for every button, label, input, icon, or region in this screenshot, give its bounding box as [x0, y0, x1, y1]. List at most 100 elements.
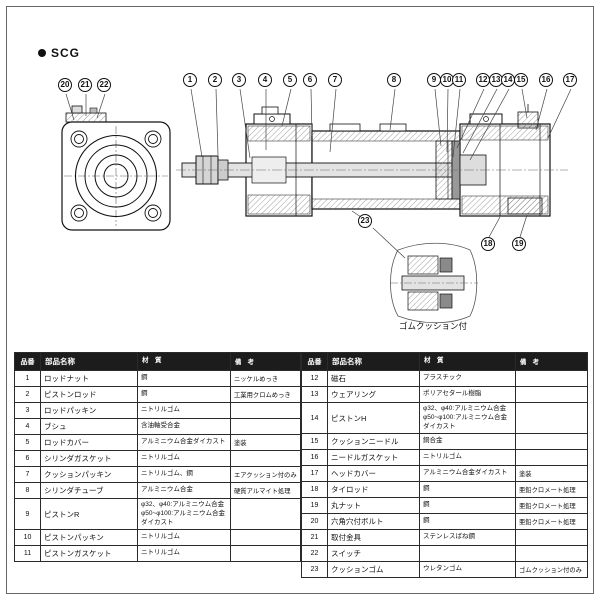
detail-caption: ゴムクッション付 [398, 321, 467, 331]
cell-remark: ゴムクッション付のみ [515, 561, 588, 579]
cell-material [419, 545, 516, 563]
cell-name: ウェアリング [327, 386, 420, 403]
cell-name: シリンダガスケット [40, 450, 138, 467]
port [269, 116, 275, 122]
cell-name: 取付金具 [327, 529, 420, 547]
cell-material: 鋼 [419, 497, 516, 515]
cell-no: 17 [301, 465, 328, 483]
cell-name: ロッドパッキン [40, 402, 138, 419]
cell-name: タイロッド [327, 481, 420, 499]
cell-name: シリンダチューブ [40, 482, 138, 499]
leader-lines [65, 88, 572, 259]
series-label: SCG [38, 46, 80, 60]
cell-remark: ニッケルめっき [230, 370, 301, 387]
cell-remark: 亜鉛クロメート処理 [515, 481, 588, 499]
cell-remark [515, 545, 588, 563]
header-material: 材 質 [137, 352, 231, 371]
cell-material: ニトリルゴム [137, 402, 231, 419]
cell-material: 含油軸受合金 [137, 418, 231, 435]
cell-no: 14 [301, 401, 328, 435]
cushion-rubber [439, 257, 453, 273]
cell-no: 6 [14, 450, 41, 467]
series-name: SCG [51, 46, 81, 60]
cell-name: ニードルガスケット [327, 449, 420, 467]
cell-no: 16 [301, 449, 328, 467]
cell-name: ピストンR [40, 497, 138, 531]
cell-name: ブシュ [40, 418, 138, 435]
cell-remark: 塗装 [515, 465, 588, 483]
cell-remark: 亜鉛クロメート処理 [515, 497, 588, 515]
cell-no: 15 [301, 433, 328, 451]
cell-material: ニトリルゴム [137, 450, 231, 467]
cell-no: 13 [301, 386, 328, 403]
cell-remark [515, 370, 588, 387]
table-header-row: 品番 部品名称 材 質 備 考 [14, 352, 301, 371]
cell-material: ニトリルゴム [137, 529, 231, 547]
cell-remark [515, 386, 588, 403]
cell-no: 1 [14, 370, 41, 387]
cell-no: 7 [14, 466, 41, 483]
cell-material: アルミニウム合金ダイカスト [419, 465, 516, 483]
cell-material: 鋼 [137, 370, 231, 387]
header-remarks: 備 考 [230, 352, 301, 371]
cell-remark [515, 401, 588, 435]
cell-material: 鋼 [137, 386, 231, 403]
cell-no: 19 [301, 497, 328, 515]
cell-name: ヘッドカバー [327, 465, 420, 483]
detail-view [390, 242, 478, 324]
cell-material: アルミニウム合金ダイカスト [137, 434, 231, 451]
cell-name: 六角穴付ボルト [327, 513, 420, 531]
cell-name: クッションパッキン [40, 466, 138, 483]
front-view [61, 105, 171, 231]
cell-remark: 亜鉛クロメート処理 [515, 513, 588, 531]
cell-remark [230, 545, 301, 563]
cell-name: ロッドカバー [40, 434, 138, 451]
cell-no: 10 [14, 529, 41, 547]
cell-material: 銅合金 [419, 433, 516, 451]
cell-material: ニトリルゴム [419, 449, 516, 467]
cell-name: クッションゴム [327, 561, 420, 579]
cell-no: 4 [14, 418, 41, 435]
cell-name: ピストンロッド [40, 386, 138, 403]
cell-no: 12 [301, 370, 328, 387]
cell-material: プラスチック [419, 370, 516, 387]
header-part-name: 部品名称 [40, 352, 138, 371]
cell-material: φ32、φ40:アルミニウム合金 φ50~φ100:アルミニウム合金ダイカスト [419, 401, 516, 435]
bullet-icon [38, 49, 46, 57]
header-part-no: 品番 [14, 352, 41, 371]
cell-name: ピストンガスケット [40, 545, 138, 563]
cell-remark [515, 529, 588, 547]
cell-material: ニトリルゴム [137, 545, 231, 563]
cell-name: ピストンパッキン [40, 529, 138, 547]
cell-name: ロッドナット [40, 370, 138, 387]
cell-remark [230, 497, 301, 531]
cell-remark: 硬質アルマイト処理 [230, 482, 301, 499]
cell-material: アルミニウム合金 [137, 482, 231, 499]
cell-material: φ32、φ40:アルミニウム合金 φ50~φ100:アルミニウム合金ダイカスト [137, 497, 231, 531]
cell-material: ウレタンゴム [419, 561, 516, 579]
cell-no: 2 [14, 386, 41, 403]
cell-remark [515, 433, 588, 451]
header-material: 材 質 [419, 352, 516, 371]
cell-remark [515, 449, 588, 467]
header-part-no: 品番 [301, 352, 328, 371]
bolt-holes [70, 130, 162, 222]
